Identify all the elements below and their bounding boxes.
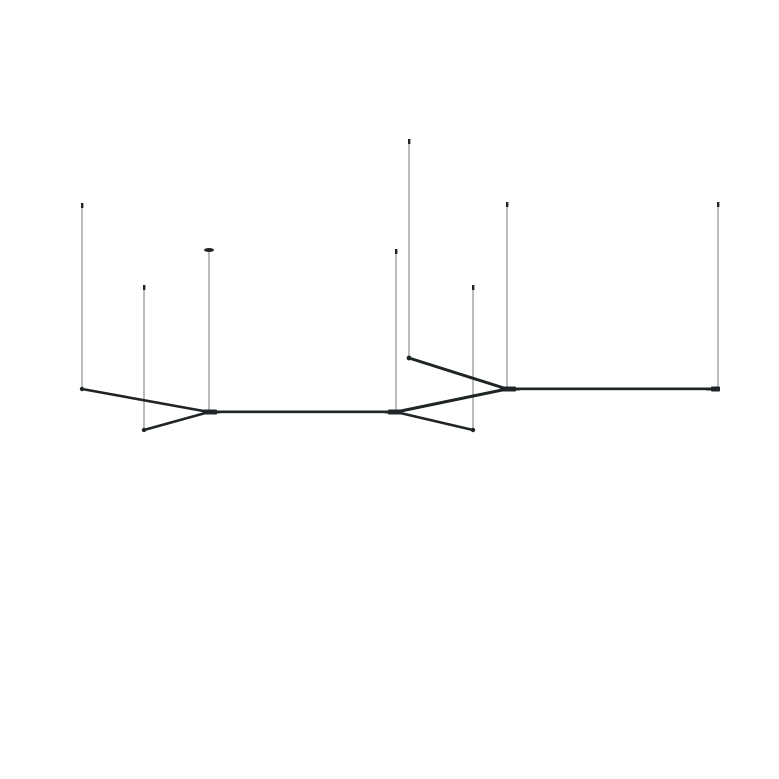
bar-right-lower: [394, 410, 475, 432]
bar-diagonal: [394, 387, 509, 414]
end-cap-2: [141, 427, 147, 433]
end-cap-right: [711, 386, 720, 392]
end-cap-3: [470, 427, 476, 433]
bar-upper-arm: [407, 356, 509, 391]
anchor-4: [395, 249, 398, 254]
anchor-8: [717, 202, 720, 207]
canopy: [204, 248, 214, 252]
node-left: [203, 409, 217, 415]
anchor-2: [143, 285, 146, 290]
node-right: [500, 386, 516, 392]
bar-left-upper: [80, 387, 211, 414]
anchor-1: [81, 203, 84, 208]
node-middle: [388, 409, 402, 415]
end-cap-1: [79, 386, 85, 392]
light-bars: [80, 356, 720, 432]
suspension-cables: [81, 141, 719, 430]
anchor-6: [472, 285, 475, 290]
end-cap-4: [406, 355, 412, 361]
anchor-5: [408, 139, 411, 144]
connector-nodes: [79, 355, 720, 433]
bar-left-lower: [142, 410, 211, 432]
ceiling-anchors: [81, 139, 720, 290]
anchor-7: [506, 202, 509, 207]
